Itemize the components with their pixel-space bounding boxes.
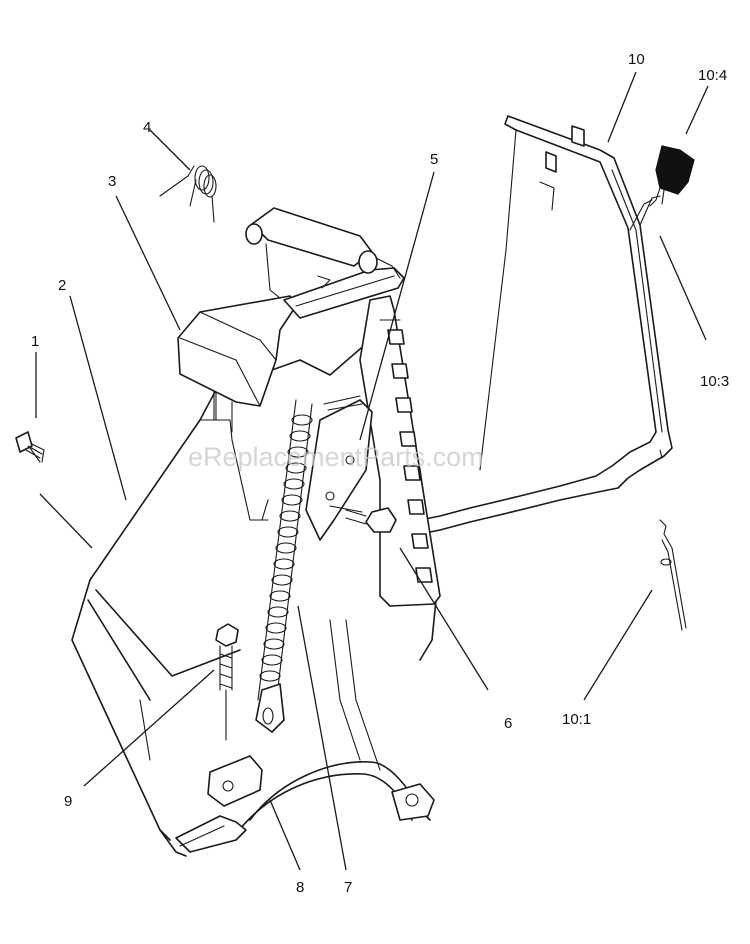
part-10-handle-frame: [419, 115, 673, 535]
callout-6: 6: [504, 715, 512, 732]
callout-7: 7: [344, 879, 352, 896]
watermark-text: eReplacementParts.com: [188, 442, 484, 472]
callout-9: 9: [64, 793, 72, 810]
callout-10-4: 10:4: [698, 67, 727, 84]
part-4-spring: [159, 165, 217, 223]
part-7-coil-spring: [255, 399, 313, 733]
part-3-hinge-cylinder: [245, 207, 401, 299]
callout-5: 5: [430, 151, 438, 168]
spring-coils: [259, 414, 313, 682]
callout-10-1: 10:1: [562, 711, 591, 728]
callout-4: 4: [143, 119, 151, 136]
callout-labels: 1 2 3 4 5 6 7 8 9 10 10:1 10:3 10:4: [31, 51, 729, 896]
callout-3: 3: [108, 173, 116, 190]
callout-2: 2: [58, 277, 66, 294]
part-1-screw: [15, 431, 45, 463]
callout-8: 8: [296, 879, 304, 896]
part-9-bolt: [215, 623, 239, 741]
part-10-4-knob: [649, 145, 695, 207]
callout-1: 1: [31, 333, 39, 350]
leader-lines: [35, 71, 709, 871]
part-6-bolt: [329, 505, 397, 533]
callout-10-3: 10:3: [700, 373, 729, 390]
part-10-1-pin: [659, 519, 687, 631]
part-2-housing: [71, 329, 437, 857]
part-3-lever: [177, 267, 405, 433]
callout-10: 10: [628, 51, 645, 68]
